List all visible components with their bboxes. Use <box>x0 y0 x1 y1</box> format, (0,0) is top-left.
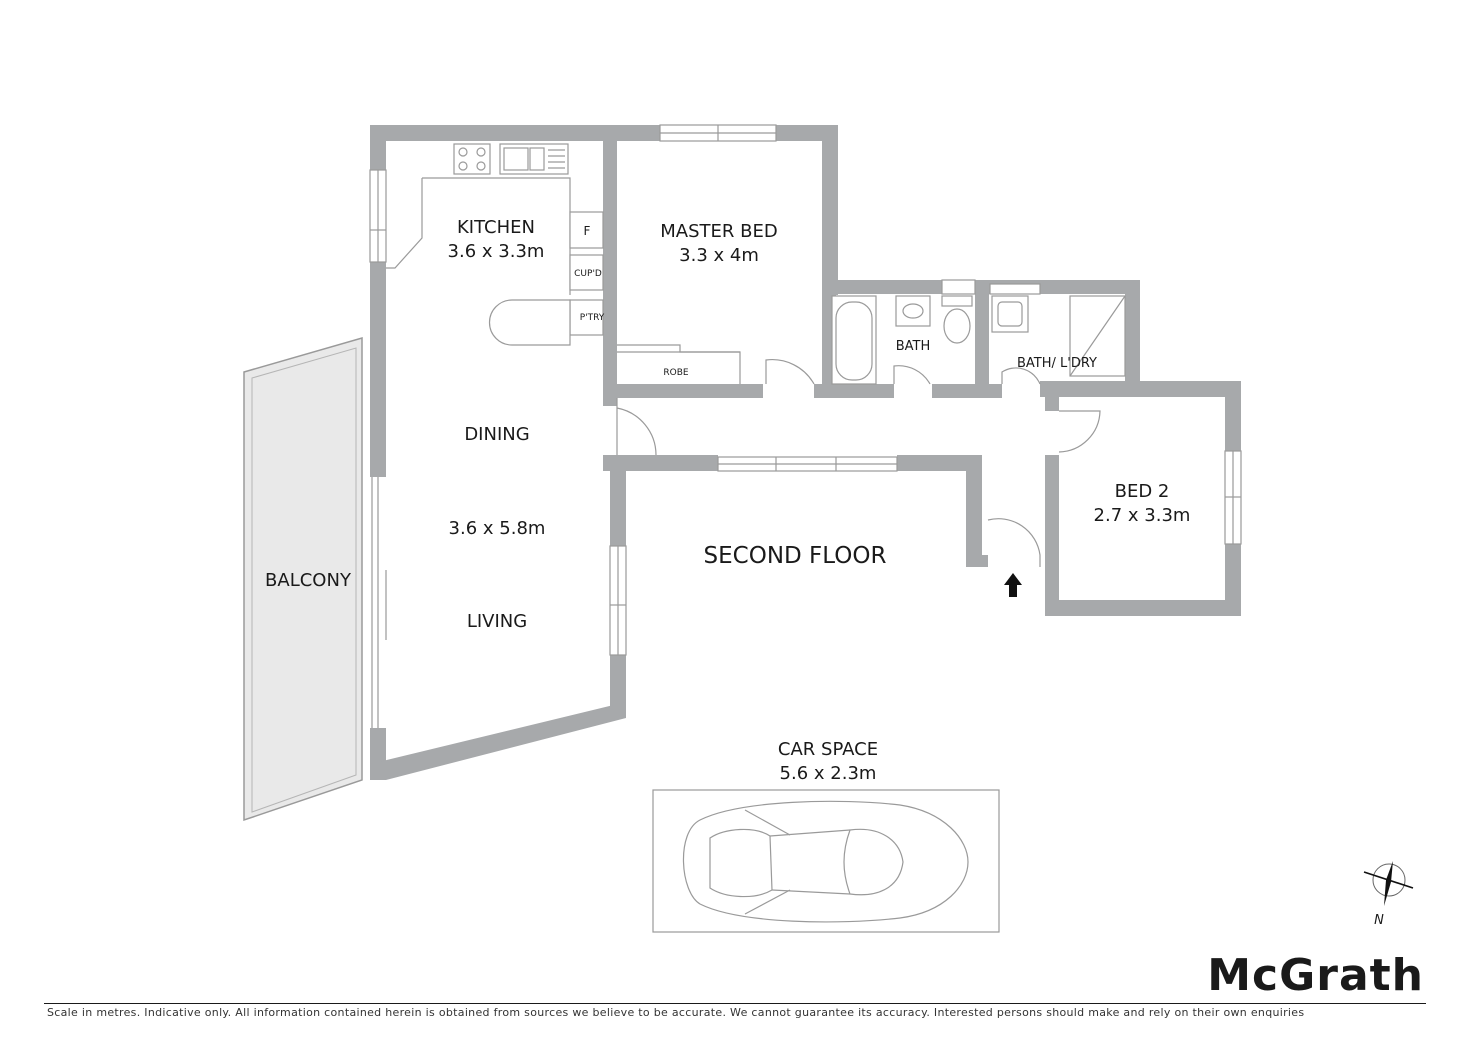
compass-icon <box>1363 861 1414 906</box>
living-label: LIVING <box>467 611 527 632</box>
bath-laundry-label: BATH/ L'DRY <box>1017 356 1097 371</box>
bath-fixtures <box>831 295 1126 385</box>
car-space-dims: 5.6 x 2.3m <box>780 763 877 784</box>
living-dims: 3.6 x 5.8m <box>449 518 546 539</box>
floor-label: SECOND FLOOR <box>704 543 887 569</box>
balcony-area <box>243 337 363 822</box>
compass-north-label: N <box>1374 913 1384 928</box>
walls <box>370 125 1241 780</box>
car-space-label: CAR SPACE <box>778 739 878 760</box>
cupboard-label: CUP'D <box>574 269 602 279</box>
balcony-label: BALCONY <box>265 570 352 591</box>
kitchen-label: KITCHEN <box>457 217 535 238</box>
master-fixtures <box>617 344 815 385</box>
balcony-inner-edge <box>251 347 357 813</box>
car-icon <box>682 800 969 923</box>
master-bed-label: MASTER BED <box>660 221 777 242</box>
kitchen-fixtures <box>386 143 604 346</box>
pantry-label: P'TRY <box>580 313 605 323</box>
doors <box>616 398 1101 567</box>
footer-divider <box>44 1003 1426 1004</box>
bed2-dims: 2.7 x 3.3m <box>1094 505 1191 526</box>
kitchen-dims: 3.6 x 3.3m <box>448 241 545 262</box>
fridge-label: F <box>584 224 591 238</box>
dining-label: DINING <box>464 424 529 445</box>
brand-logo: McGrath <box>1207 950 1424 1001</box>
bath-label: BATH <box>896 339 931 354</box>
robe-label: ROBE <box>663 368 689 378</box>
car-space <box>652 789 1000 933</box>
entry-arrow-icon <box>1004 573 1022 597</box>
master-bed-dims: 3.3 x 4m <box>679 245 759 266</box>
disclaimer-text: Scale in metres. Indicative only. All in… <box>47 1006 1305 1019</box>
windows <box>369 124 1242 728</box>
bed2-label: BED 2 <box>1115 481 1170 502</box>
